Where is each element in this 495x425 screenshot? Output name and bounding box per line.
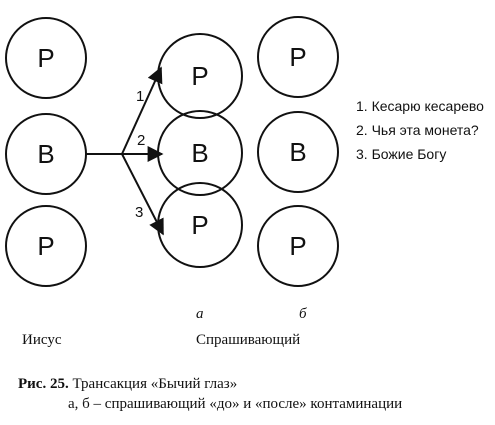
jesus-parent-circle	[5, 17, 87, 99]
figure-caption: Рис. 25. Трансакция «Бычий глаз» а, б – …	[18, 374, 402, 414]
jesus-child-letter: Р	[37, 231, 54, 261]
questioner-after-child-circle	[257, 205, 339, 287]
questioner-after-parent-circle	[257, 16, 339, 98]
caption-title-line: Рис. 25. Трансакция «Бычий глаз»	[18, 374, 402, 394]
legend-item-2: 2. Чья эта монета?	[356, 122, 479, 138]
label-jesus: Иисус	[22, 332, 62, 348]
figure-title: Трансакция «Бычий глаз»	[72, 376, 238, 392]
jesus-parent-letter: Р	[37, 43, 54, 73]
figure-subtitle: а, б – спрашивающий «до» и «после» конта…	[68, 396, 403, 412]
questioner-before-child-letter: Р	[191, 210, 208, 240]
arrow-2-number: 2	[137, 132, 145, 149]
legend: 1. Кесарю кесарево 2. Чья эта монета? 3.…	[356, 94, 484, 166]
arrow-1	[121, 66, 163, 155]
transaction-arrows: 1 2 3	[86, 66, 164, 236]
jesus-adult-letter: В	[37, 139, 54, 169]
label-questioner: Спрашивающий	[196, 332, 301, 348]
arrow-3-number: 3	[135, 204, 143, 221]
questioner-before-parent-letter: Р	[191, 61, 208, 91]
legend-item-3: 3. Божие Богу	[356, 146, 447, 162]
jesus-child-circle	[5, 205, 87, 287]
questioner-after-ego-states: Р В Р	[257, 16, 339, 287]
label-a: а	[196, 306, 204, 322]
questioner-before-ego-states: Р В Р	[157, 33, 243, 268]
jesus-ego-states: Р В Р	[5, 17, 87, 287]
label-b: б	[299, 306, 307, 322]
questioner-after-adult-circle	[257, 111, 339, 193]
questioner-after-parent-letter: Р	[289, 42, 306, 72]
questioner-before-adult-letter: В	[191, 138, 208, 168]
questioner-after-child-letter: Р	[289, 231, 306, 261]
arrow-3	[121, 153, 164, 236]
arrow-1-number: 1	[136, 88, 144, 105]
questioner-after-adult-letter: В	[289, 137, 306, 167]
legend-item-1: 1. Кесарю кесарево	[356, 98, 484, 114]
figure-number: Рис. 25.	[18, 376, 69, 392]
